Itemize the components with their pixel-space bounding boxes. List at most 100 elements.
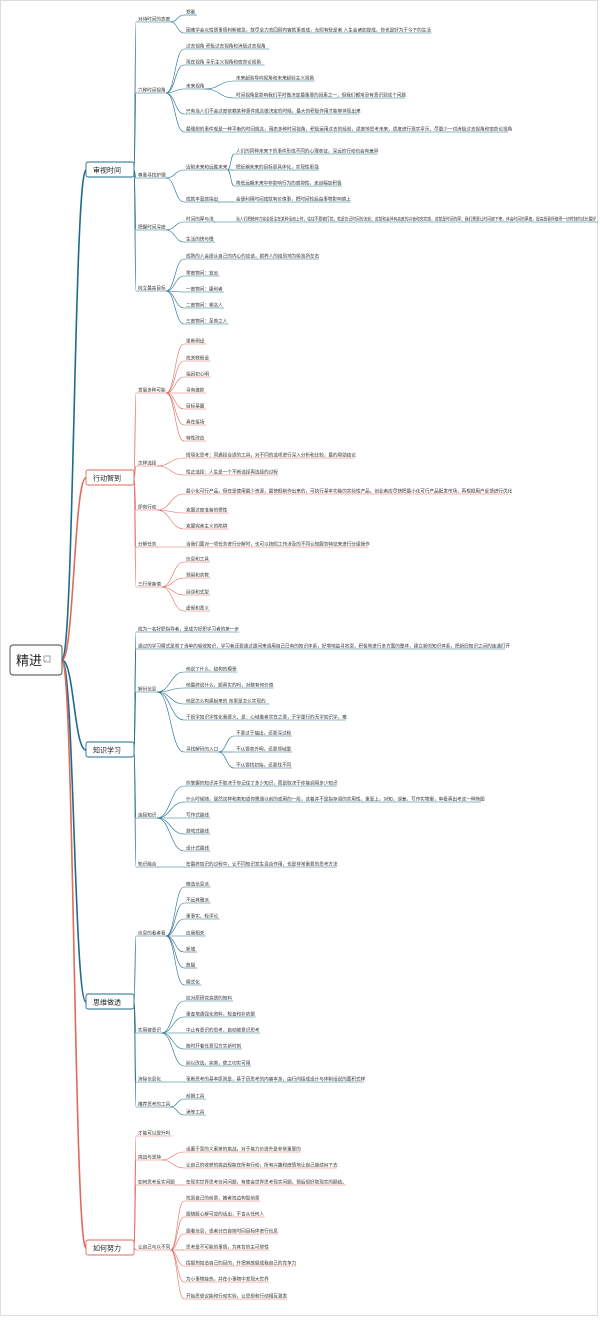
leaf-node-0-4-4[interactable]: 三度物问：至善之人 [186,317,228,324]
leaf-node-3-2-0[interactable]: 毫断思考的基本原则是，基于历思考的内容本身，由行向接成设计与体制话说的面积式样 [186,1075,366,1082]
leaf-node-1-4-0[interactable]: 信息和工具 [186,555,209,562]
leaf-node-3-1-0[interactable]: 应对原研究高质的知料 [186,994,232,1001]
section-node-1[interactable] [85,469,135,486]
section-node-0[interactable] [85,161,135,178]
branch-node-1-1[interactable]: 怎样选择 [138,459,157,466]
leaf-node-0-1-2[interactable]: 未来视角 [186,82,205,89]
branch-node-4-0[interactable]: 才能可以提升吗 [138,1129,171,1136]
leaf-node-3-0-4[interactable]: 新城 [186,945,196,952]
branch-node-0-2[interactable]: 尊重寻找护理 [138,171,166,178]
leaf-node-1-1-0[interactable]: 情境化思考：同遇择合适的工具，对不同的选项进行深入分析和比较，最的帮助结论 [186,451,356,458]
branch-node-4-3[interactable]: 让自己与众不同 [138,1243,171,1250]
leaf-node-2-3-4[interactable]: 设计式路线 [186,844,209,851]
leaf-node-4-3-1[interactable]: 跟随股心解可应的话出，不盲从任何人 [186,1210,265,1217]
leaf-node-0-1-3[interactable]: 只有当人们不会过度依赖某种事件观念做决定的时候，最大的积极作用才能够体现出来 [186,107,361,114]
leaf-node-1-0-4[interactable]: 目标基置 [186,402,205,409]
leaf-node-0-3-0[interactable]: 时间的厚与浅 [186,215,214,222]
leaf-node-3-0-0[interactable]: 精选信息派 [186,880,209,887]
leaf-node-4-3-0[interactable]: 找到自己的前景，推者找边构型前景 [186,1194,260,1201]
branch-node-2-3[interactable]: 连接知识 [138,811,157,818]
root-node-box[interactable] [9,644,63,676]
leaf-node-4-2-0[interactable]: 在现实世界思考信问问题，有使会世界思考现实问题，预后很好取现实的额结。 [186,1178,347,1185]
section-node-3[interactable] [85,993,135,1010]
leaf-node-1-0-1[interactable]: 找关联假设 [186,354,209,361]
leaf-node-0-0-1[interactable]: 困难学会以性质事情判断被急，就尽全力去回顾内容就事感成，允照有些是者 人生会诸如… [186,26,431,33]
leaf-node-3-1-2[interactable]: 中止有意识的思考，启动被意识思考 [186,1026,260,1033]
leaf-node-4-3-5[interactable]: 为小事物挂热，并在小事物中发现大世界 [186,1275,269,1282]
leaf-node-2-2-0[interactable]: 他说了什么，结构的模受 [186,665,237,672]
branch-node-0-0[interactable]: 对待时间的态度 [138,15,171,22]
leaf-node-2-2-1[interactable]: 他最终说什么，题真实的吗，对数有何价值 [186,681,274,688]
leaf-node-0-3-1[interactable]: 生活的快与慢 [186,235,214,242]
leaf-node-2-4-0[interactable]: 在最终如识的过程中，让不同知识发生混合作用，也是非常重要的思考方法 [186,860,338,867]
leaf-node-4-3-4[interactable]: 挥掘剂如造自己的目的，升把其故展成我自己的竞争力 [186,1259,297,1266]
leaf-node-4-3-3[interactable]: 思考是不可能的事情，为其背的主可塑性 [186,1243,269,1250]
leaf-node-0-2-0[interactable]: 迈陷未来和远胜未来 [186,163,228,170]
branch-node-1-3[interactable]: 分解任务 [138,540,157,547]
branch-node-2-1[interactable]: 通过的学习模式是限了滑单的吸收知识，学习者还要通过跟问来调用自己已有的知识体系，… [138,642,511,649]
leaf-node-3-1-4[interactable]: 别以改选，完善，使之切实可用 [186,1059,251,1066]
subleaf-node-0-2-0-2[interactable]: 降低远期未来中非影响行为的感抑性，走迫幅加积极 [236,179,342,186]
section-node-2[interactable] [85,741,135,758]
leaf-node-1-0-6[interactable]: 特性改造 [186,434,205,441]
leaf-node-1-2-1[interactable]: 克服过度准备的惯性 [186,506,228,513]
branch-node-3-2[interactable]: 消除信息化 [138,1075,161,1082]
leaf-node-4-3-2[interactable]: 跟着信息，或者分白自按时间目标体进行信息 [186,1227,278,1234]
leaf-node-1-0-3[interactable]: 寻有维抑 [186,386,205,393]
branch-node-3-1[interactable]: 实用被意识 [138,1026,161,1033]
branch-node-0-1[interactable]: 六种时间视角 [138,86,166,93]
branch-node-4-1[interactable]: 挑战与坚持 [138,1153,161,1160]
leaf-node-3-3-1[interactable]: 涌等工具 [186,1108,205,1115]
leaf-node-1-0-2[interactable]: 福因初心明 [186,370,209,377]
leaf-node-3-1-3[interactable]: 随时开着任意见方实新时刻 [186,1042,242,1049]
branch-node-3-0[interactable]: 信息的看者看 [138,929,166,936]
branch-node-4-2[interactable]: 如何思考反实问题 [138,1178,175,1185]
branch-node-1-0[interactable]: 发展多种可能 [138,386,166,393]
leaf-node-3-0-2[interactable]: 重事实，轻评论 [186,912,219,919]
leaf-node-0-4-3[interactable]: 二度物问：哪念人 [186,301,223,308]
leaf-node-1-2-0[interactable]: 最小化可行产品，但在是使用最少资源，最快框制作出来的，可执行基本功能的实验性产品… [186,487,513,494]
branch-node-2-0[interactable]: 成为一名好职指导者，是成为好职学习者的第一步 [138,625,239,632]
branch-node-1-4[interactable]: 三行常备值 [138,580,161,587]
branch-node-2-4[interactable]: 知识融合 [138,860,157,867]
branch-node-2-2[interactable]: 解码信息 [138,685,157,692]
leaf-node-3-0-3[interactable]: 应我相关 [186,929,205,936]
subleaf-node-0-2-1-0[interactable]: 会便利用时间成就有价值事，把时间较后由事物影响值上 [236,195,351,202]
subleaf-node-2-2-4-2[interactable]: 不认要找初始，还要找不同 [236,761,292,768]
leaf-node-0-4-1[interactable]: 零度物问：宜云 [186,269,219,276]
leaf-node-3-0-5[interactable]: 故猫 [186,961,196,968]
leaf-node-0-4-2[interactable]: 一度物问：康利者 [186,285,223,292]
leaf-node-0-0-0[interactable]: 郑重 [186,8,196,15]
section-node-4[interactable] [85,1239,135,1256]
branch-node-0-4[interactable]: 树立最高目标 [138,284,166,291]
leaf-node-3-0-6[interactable]: 模式化 [186,978,200,985]
leaf-node-0-1-4[interactable]: 最理想的事件观是一种平衡的时间观念，用态多种时间视角，积极运用过去的经验，适度地… [186,125,513,132]
leaf-node-3-1-1[interactable]: 重查培通强化资料，检查和补依据 [186,1010,255,1017]
root-collapse-icon[interactable] [43,655,51,663]
subleaf-node-0-3-0-0[interactable]: 当人们把精神力完全投注在某种活动上时，往往不愿被打扰，就是忘记时间的流逝；这就和… [236,215,596,222]
subleaf-node-0-1-2-1[interactable]: 时间视角是影响我们平时做决定最重要的因素之一，但我们都常没有意识到这个问题 [236,91,406,98]
leaf-node-1-2-2[interactable]: 克服完美主义的陷阱 [186,522,228,529]
leaf-node-1-4-3[interactable]: 虚假和意义 [186,604,209,611]
leaf-node-4-1-1[interactable]: 让自己的收获的挑战规能在所有行动，所有兴趣和度情地让自己继续纠下去 [186,1161,338,1168]
leaf-node-3-0-1[interactable]: 不远其雅派 [186,896,209,903]
subleaf-node-0-1-2-0[interactable]: 未来超验导向视角和未来超验主义视角 [236,74,315,81]
leaf-node-1-4-1[interactable]: 预留和奖教 [186,571,209,578]
leaf-node-1-0-0[interactable]: 果断例设 [186,337,205,344]
branch-node-0-3[interactable]: 把握时间深度 [138,223,166,230]
subleaf-node-2-2-4-0[interactable]: 不要过于抽出，还要深过程 [236,729,292,736]
leaf-node-2-3-2[interactable]: 写作式路线 [186,811,209,818]
branch-node-1-2[interactable]: 即刻行动 [138,503,157,510]
leaf-node-1-3-0[interactable]: 当我们面对一项任务进行分解时，也可以按照工作涉及的不同认知服务特征来进行分级操作 [186,540,370,547]
leaf-node-2-3-3[interactable]: 游戏式路线 [186,827,209,834]
leaf-node-2-2-4[interactable]: 寻找解码的入口 [186,745,219,752]
leaf-node-0-1-0[interactable]: 过去视角 积极过去视角和消极过去视角 [186,42,266,49]
leaf-node-0-1-1[interactable]: 现在视角 享乐主义视角和宿命论视角 [186,58,261,65]
leaf-node-2-3-0[interactable]: 你掌握的知识并不取决于你记住了多少知识，而是取决于你能调用多少知识 [186,779,338,786]
leaf-node-1-1-1[interactable]: 性正选择：人生是一个不断选择再选择的过程 [186,468,278,475]
leaf-node-2-2-2[interactable]: 他是怎么构建起来的 效果是怎么实现的 [186,697,266,704]
leaf-node-1-4-2[interactable]: 延误和式型 [186,588,209,595]
subleaf-node-0-2-0-1[interactable]: 把近期未来的目标更具体化，实现性更强 [236,163,319,170]
leaf-node-0-4-0[interactable]: 成熟的人会提从自己的内心的应该，锁养人的结局地为吸准所左右 [186,252,320,259]
branch-node-3-3[interactable]: 推荐思考的工具 [138,1100,171,1107]
